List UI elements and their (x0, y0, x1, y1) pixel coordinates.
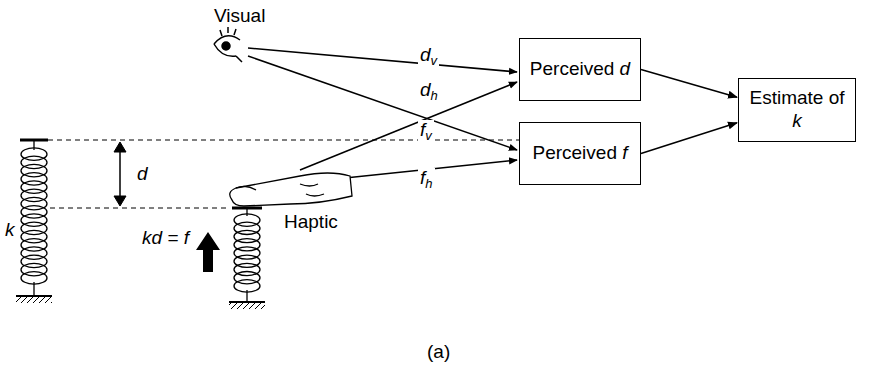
box-label: Perceived f (524, 138, 635, 169)
text-label: fh (418, 168, 435, 190)
text-label: fv (418, 120, 434, 142)
spring-left (16, 140, 52, 303)
finger (230, 173, 352, 206)
text-label: (a) (425, 342, 452, 361)
text-label: dh (418, 80, 440, 102)
spring-right (229, 208, 265, 309)
process-box: Perceived f (519, 122, 641, 185)
text-label: k (3, 220, 17, 239)
box-label: Perceived d (522, 54, 638, 85)
text-label: kd = f (140, 228, 191, 247)
text-label: Visual (212, 6, 267, 25)
eye-icon (214, 27, 242, 62)
box-label: Estimate of k (740, 83, 854, 137)
dimension-lines (48, 140, 545, 208)
text-label: dv (418, 45, 439, 67)
text-label: d (135, 164, 150, 183)
force-arrow (196, 232, 220, 272)
process-box: Estimate of k (738, 78, 856, 142)
sensory-arrows (248, 48, 517, 178)
text-label: Haptic (282, 212, 340, 231)
connector-arrow (641, 123, 737, 154)
process-box: Perceived d (519, 38, 641, 101)
connector-arrow (641, 70, 737, 98)
